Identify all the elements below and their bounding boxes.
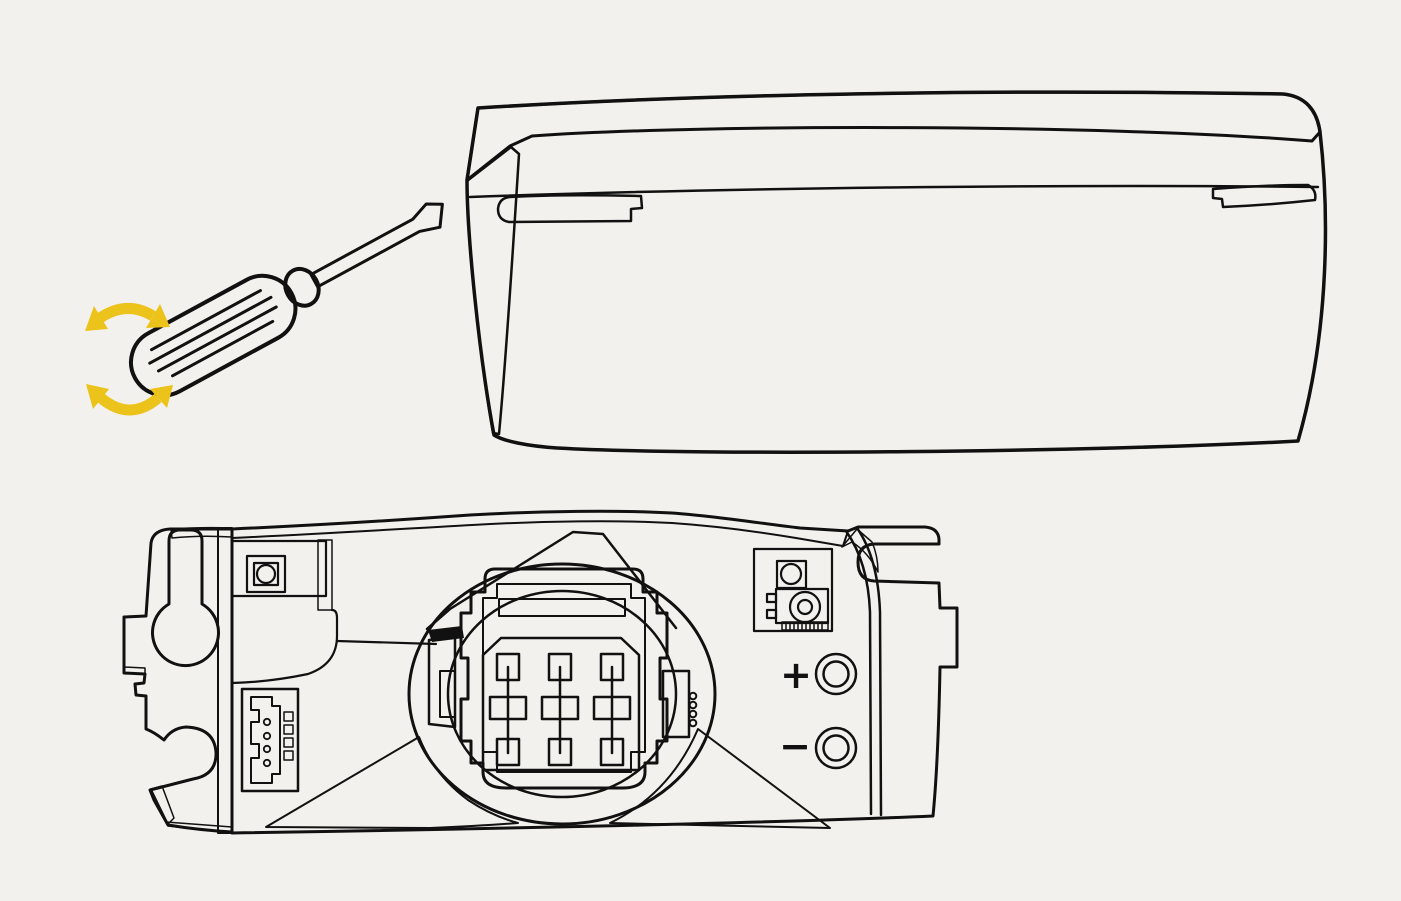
screwdriver-handle [129, 273, 298, 398]
connector-ring-inner [446, 589, 678, 799]
screwdriver-icon [85, 202, 444, 416]
terminal-red-dot [822, 734, 850, 762]
bracket-tab-bevel [123, 666, 146, 675]
connector-inner-panel [481, 636, 641, 772]
arrow-arc [97, 393, 162, 416]
terminal-ring [814, 652, 858, 696]
rotation-arrow-top-icon [85, 303, 170, 331]
device-cover [465, 90, 1328, 454]
connector-lug-left [427, 635, 457, 729]
connector-top-recess [498, 598, 626, 617]
screwdriver-ferrule [283, 266, 321, 308]
negative-terminal: − [779, 724, 858, 770]
connector-vent-dots [688, 691, 698, 728]
subpanel-round-corner [230, 608, 339, 685]
endcap-ridge-lines [844, 526, 883, 817]
right-dark-wedge [841, 528, 879, 573]
screw-boss [245, 554, 287, 594]
pin-connector-body [250, 696, 281, 784]
subpanel-outline [230, 539, 328, 598]
main-connector [407, 562, 717, 826]
cover-slot-left [496, 193, 644, 224]
battery-module: + − [122, 509, 959, 835]
pin-connector-4pin [240, 687, 300, 793]
screwdriver-handle-grooves [148, 289, 278, 378]
shadow-right [609, 728, 831, 829]
rotation-arrow-bottom-icon [86, 384, 173, 416]
ridge-trapezoid-lines [425, 530, 678, 631]
arrow-head [85, 306, 108, 331]
connector-block-inner-line [482, 583, 646, 773]
connector-block [459, 567, 669, 790]
terminal-ring [814, 726, 858, 770]
arrow-head [86, 384, 109, 409]
cover-seam-line [468, 184, 1320, 199]
connector-ring-outer [407, 562, 717, 826]
cover-left-face [465, 145, 521, 436]
screwdriver-shaft [309, 202, 444, 289]
cover-slot-right [1211, 183, 1317, 209]
positive-terminal: + [780, 652, 858, 697]
positive-label: + [780, 653, 812, 697]
bracket-hook-bevel [150, 785, 175, 825]
negative-label: − [779, 724, 811, 768]
pin-connector-pins [262, 717, 272, 768]
arrow-head [146, 304, 170, 328]
cover-top-band [465, 90, 1322, 182]
trimmer-comb [781, 621, 829, 631]
pin-connector-comb [283, 711, 294, 761]
terminal-red-dot [822, 660, 850, 688]
connector-lug-left-dark [439, 670, 456, 718]
arrow-head [150, 385, 173, 408]
subpanel-dark-strip [317, 539, 333, 611]
adjustment-component-box [752, 547, 834, 633]
connector-pad-pins [506, 665, 614, 755]
arrow-arc [96, 303, 156, 323]
